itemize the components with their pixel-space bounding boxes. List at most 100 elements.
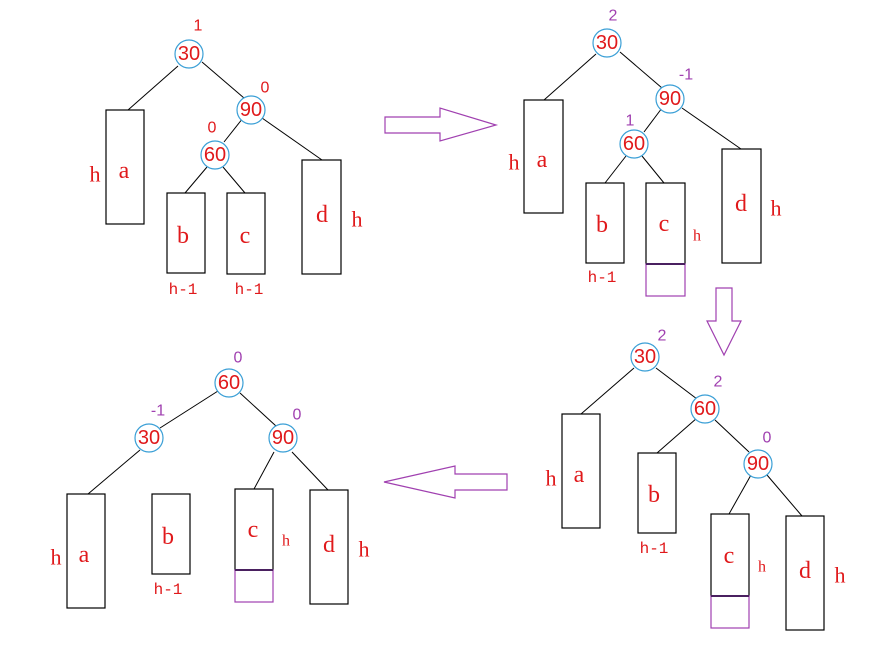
subtree-box — [301, 159, 342, 275]
edge — [184, 166, 208, 194]
subtree-letter: c — [248, 517, 259, 543]
edge — [619, 51, 663, 89]
edge — [681, 107, 742, 150]
subtree-letter: d — [323, 532, 335, 558]
edge — [655, 367, 698, 400]
edge — [222, 166, 246, 194]
panel-initial-tree: a b c d h h-1 h-1 h 30 1 90 0 60 0 — [90, 18, 363, 300]
balance-factor: 2 — [658, 328, 667, 345]
edge — [714, 419, 750, 453]
edge — [728, 474, 752, 515]
subtree-height: h-1 — [640, 540, 669, 558]
subtree-height: h — [771, 196, 782, 221]
subtree-extension — [710, 595, 750, 629]
subtree-box — [637, 452, 677, 534]
subtree-height: h — [693, 228, 701, 245]
subtree-letter: d — [735, 191, 747, 217]
subtree-box — [561, 413, 601, 529]
edge — [127, 65, 179, 111]
tree-node — [134, 423, 164, 453]
node-key: 60 — [694, 398, 716, 420]
balance-factor: -1 — [679, 67, 693, 84]
subtree-box — [645, 182, 686, 265]
subtree-box — [105, 109, 145, 225]
tree-node — [592, 28, 622, 58]
subtree-letter: b — [596, 212, 608, 238]
panel-after-right-rotation: a b c d h h-1 h h 30 2 60 2 90 0 — [546, 328, 846, 631]
subtree-height: h — [546, 466, 557, 491]
node-key: 60 — [623, 133, 645, 155]
subtree-height: h — [90, 162, 101, 187]
tree-node — [214, 368, 244, 398]
edge — [641, 155, 665, 184]
edge — [580, 367, 635, 415]
panel-after-insertion: a b c d h h-1 h h 30 2 90 -1 60 1 — [509, 8, 782, 297]
balance-factor: 0 — [234, 350, 243, 367]
subtree-box — [226, 192, 266, 275]
subtree-height: h — [51, 545, 62, 570]
subtree-height: h — [835, 563, 846, 588]
subtree-box — [585, 182, 625, 264]
edge — [291, 451, 329, 491]
edge — [159, 390, 219, 429]
subtree-letter: a — [79, 542, 90, 568]
subtree-box — [151, 493, 191, 575]
node-key: 90 — [747, 453, 769, 475]
edge — [656, 417, 698, 454]
node-key: 30 — [138, 427, 160, 449]
subtree-letter: a — [574, 462, 585, 488]
subtree-extension — [645, 263, 686, 297]
edge — [87, 449, 141, 495]
arrow-left-icon — [383, 465, 508, 499]
edge — [604, 155, 627, 184]
subtree-letter: b — [162, 524, 174, 550]
subtree-extension — [234, 569, 274, 603]
balance-factor: 1 — [626, 113, 635, 130]
balance-factor: 2 — [609, 8, 618, 25]
subtree-box — [523, 99, 564, 214]
subtree-letter: d — [316, 202, 328, 228]
subtree-letter: a — [119, 158, 130, 184]
edge — [261, 117, 323, 161]
subtree-letter: a — [537, 147, 548, 173]
tree-node — [655, 84, 685, 114]
tree-node — [174, 39, 204, 69]
node-key: 90 — [272, 427, 294, 449]
subtree-letter: b — [177, 223, 189, 249]
subtree-height: h-1 — [169, 281, 198, 299]
subtree-letter: b — [648, 482, 660, 508]
subtree-box — [309, 489, 349, 605]
tree-node — [619, 129, 649, 159]
edge — [223, 117, 244, 143]
subtree-height: h — [758, 559, 766, 576]
node-key: 30 — [178, 43, 200, 65]
subtree-box — [785, 515, 825, 631]
balance-factor: 0 — [261, 80, 270, 97]
arrow-down-icon — [706, 287, 742, 357]
subtree-height: h-1 — [588, 269, 617, 287]
balance-factor: 0 — [293, 407, 302, 424]
subtree-letter: c — [659, 211, 670, 237]
balance-factor: 0 — [763, 430, 772, 447]
subtree-letter: c — [724, 543, 735, 569]
node-key: 90 — [659, 88, 681, 110]
tree-node — [690, 394, 720, 424]
balance-factor: -1 — [151, 403, 165, 420]
balance-factor: 2 — [714, 374, 723, 391]
tree-node — [743, 449, 773, 479]
balance-factor: 0 — [208, 120, 217, 137]
tree-node — [630, 342, 660, 372]
panel-balanced-tree: a b c d h h-1 h h 60 0 30 -1 90 0 — [51, 350, 370, 609]
node-key: 60 — [204, 144, 226, 166]
subtree-height: h — [282, 533, 290, 550]
node-key: 30 — [596, 32, 618, 54]
edge — [643, 107, 663, 133]
subtree-height: h — [509, 150, 520, 175]
node-key: 90 — [240, 99, 262, 121]
subtree-height: h-1 — [235, 281, 264, 299]
edge — [253, 451, 275, 490]
subtree-box — [166, 192, 206, 274]
tree-node — [236, 95, 266, 125]
subtree-height: h — [352, 207, 363, 232]
